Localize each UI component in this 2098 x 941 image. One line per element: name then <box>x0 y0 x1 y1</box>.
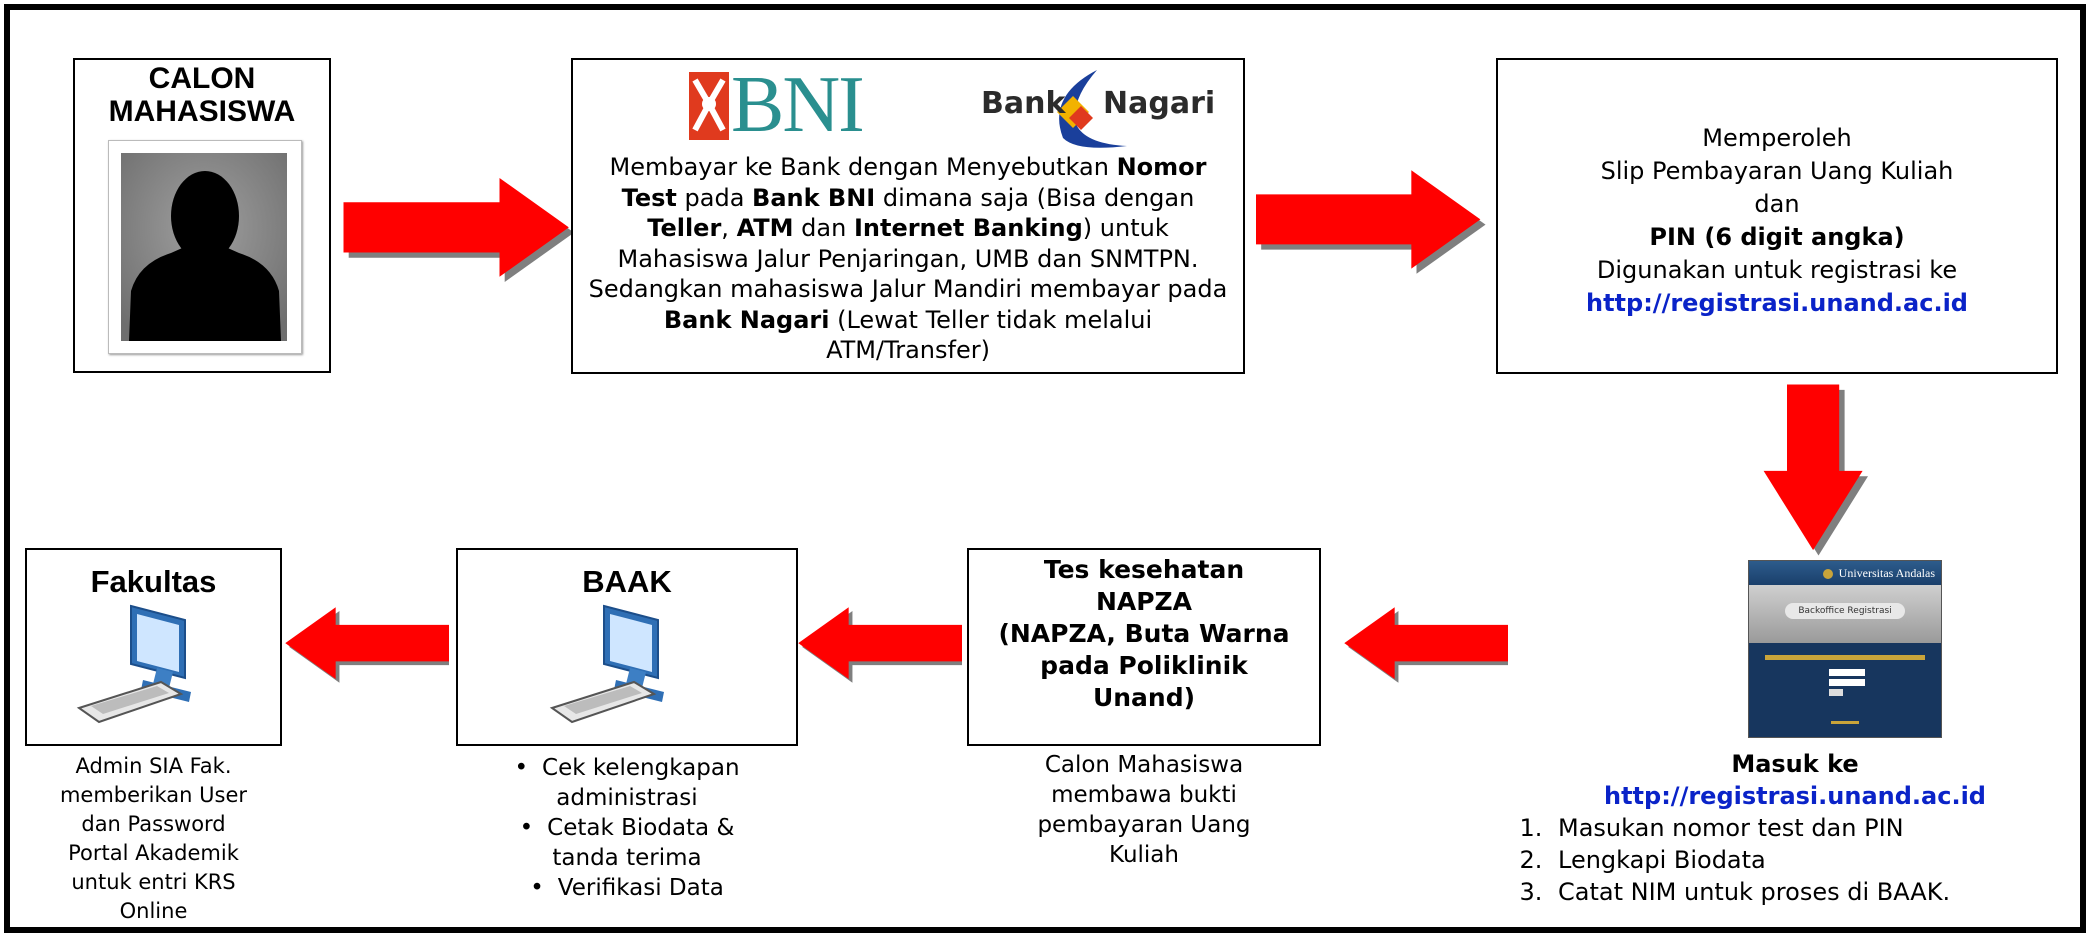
fakultas-caption-line: Admin SIA Fak. <box>75 754 232 778</box>
bank-nagari-text-2: Nagari <box>1103 86 1216 121</box>
diagram-frame <box>4 4 2086 933</box>
baak-item-line: administrasi <box>556 785 698 811</box>
baak-title: BAAK <box>582 564 672 599</box>
tes-caption-line: pembayaran Uang <box>1037 812 1251 838</box>
fakultas-box: Fakultas <box>25 548 282 746</box>
slip-line2: Slip Pembayaran Uang Kuliah <box>1600 157 1954 185</box>
person-silhouette-photo <box>108 140 302 354</box>
masuk-step: Lengkapi Biodata <box>1550 844 2064 876</box>
baak-item-line: tanda terima <box>552 845 702 871</box>
masuk-title: Masuk ke <box>1731 750 1859 778</box>
fakultas-caption-line: dan Password <box>81 812 226 836</box>
calon-mahasiswa-box: CALON MAHASISWA <box>73 58 331 373</box>
screenshot-banner: Backoffice Registrasi <box>1785 603 1905 619</box>
baak-item: Verifikasi Data <box>456 873 798 903</box>
fakultas-caption-line: untuk entri KRS <box>71 870 236 894</box>
calon-title-line1: CALON <box>148 62 256 95</box>
bni-logo: BNI <box>689 62 865 148</box>
baak-item-line: Verifikasi Data <box>557 875 724 901</box>
bank-text-segment <box>1109 153 1117 181</box>
bank-text-bold: ATM <box>736 214 794 242</box>
slip-line5: Digunakan untuk registrasi ke <box>1596 256 1958 284</box>
arrow-right-2 <box>1256 170 1486 274</box>
backoffice-registrasi-screenshot: Universitas Andalas Backoffice Registras… <box>1748 560 1942 738</box>
slip-line1: Memperoleh <box>1702 124 1852 152</box>
registrasi-link[interactable]: http://registrasi.unand.ac.id <box>1586 289 1968 317</box>
arrow-right-1 <box>343 178 575 282</box>
bank-text-bold: Nomor Test <box>621 153 1207 212</box>
bank-text-bold: Bank Nagari <box>663 305 830 334</box>
bank-text-segment: , <box>721 214 737 242</box>
slip-pin-text: PIN (6 digit angka) <box>1649 223 1905 251</box>
tes-title-line: (NAPZA, Buta Warna <box>998 619 1290 648</box>
computer-icon <box>546 598 706 738</box>
bank-text-segment: ) untuk Mahasiswa Jalur Penjaringan, UMB… <box>588 214 1228 303</box>
masuk-section: Masuk ke http://registrasi.unand.ac.id M… <box>1526 748 2064 908</box>
bank-instructions-text: Membayar ke Bank dengan Menyebutkan Nomo… <box>581 152 1235 366</box>
bank-text-bold: Bank BNI <box>752 183 876 212</box>
tes-title-line: Unand) <box>1092 683 1196 712</box>
unand-crest-icon <box>1822 569 1833 580</box>
fakultas-title: Fakultas <box>90 564 217 599</box>
fakultas-caption-line: Portal Akademik <box>68 841 239 865</box>
masuk-step: Catat NIM untuk proses di BAAK. <box>1550 876 2064 908</box>
fakultas-caption-line: Online <box>119 899 188 923</box>
bank-text-bold: Teller <box>647 214 722 242</box>
computer-icon <box>73 598 233 738</box>
bank-text-segment: Membayar ke Bank dengan Menyebutkan <box>609 153 1109 181</box>
tes-caption: Calon Mahasiswa membawa bukti pembayaran… <box>967 750 1321 870</box>
slip-pin-box: Memperoleh Slip Pembayaran Uang Kuliah d… <box>1496 58 2058 374</box>
arrow-left-1 <box>1344 607 1508 683</box>
baak-item-line: Cetak Biodata & <box>547 815 735 841</box>
bank-nagari-text-1: Bank <box>981 86 1066 121</box>
tes-title-line: NAPZA <box>1095 587 1193 616</box>
slip-line3: dan <box>1754 190 1800 218</box>
tes-caption-line: Calon Mahasiswa <box>1044 752 1244 778</box>
bank-text-segment: dimana saja (Bisa dengan <box>875 183 1195 212</box>
baak-list: Cek kelengkapan administrasi Cetak Bioda… <box>456 753 798 903</box>
masuk-step: Masukan nomor test dan PIN <box>1550 812 2064 844</box>
baak-box: BAAK <box>456 548 798 746</box>
bank-text-segment: (Lewat Teller tidak melalui ATM/Transfer… <box>826 305 1153 365</box>
bank-text-segment: dan <box>793 214 854 242</box>
tes-caption-line: Kuliah <box>1109 842 1179 868</box>
screenshot-header: Universitas Andalas <box>1838 566 1935 580</box>
tes-caption-line: membawa bukti <box>1051 782 1237 808</box>
calon-title-line2: MAHASISWA <box>108 95 296 128</box>
bni-logo-text: BNI <box>731 61 865 149</box>
bank-payment-box: BNI Bank Nagari Membayar ke Bank dengan … <box>571 58 1245 374</box>
baak-item: Cetak Biodata & <box>456 813 798 843</box>
bank-text-bold: Internet Banking <box>853 214 1083 242</box>
tes-title-line: pada Poliklinik <box>1040 651 1248 680</box>
bank-nagari-logo: Bank Nagari <box>977 66 1217 150</box>
fakultas-caption-line: memberikan User <box>59 783 248 807</box>
bank-text-segment: pada <box>676 183 753 212</box>
arrow-left-3 <box>285 607 449 683</box>
baak-item: Cek kelengkapan <box>456 753 798 783</box>
baak-item-line: Cek kelengkapan <box>542 755 740 781</box>
arrow-left-2 <box>798 607 962 683</box>
tes-kesehatan-box: Tes kesehatan NAPZA (NAPZA, Buta Warna p… <box>967 548 1321 746</box>
tes-title-line: Tes kesehatan <box>1043 555 1245 584</box>
arrow-down <box>1763 384 1868 556</box>
masuk-link[interactable]: http://registrasi.unand.ac.id <box>1604 782 1986 810</box>
fakultas-caption: Admin SIA Fak. memberikan User dan Passw… <box>25 752 282 926</box>
